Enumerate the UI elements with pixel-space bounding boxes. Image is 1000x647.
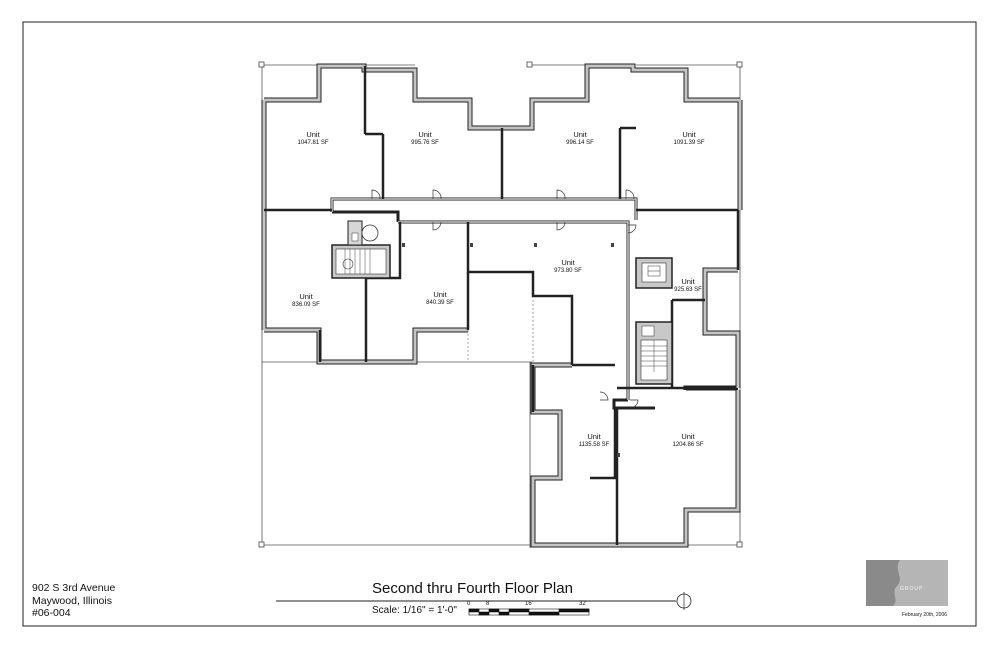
unit-label-8: Unit 925.63 SF <box>663 277 713 295</box>
unit-label-1: Unit 1047.81 SF <box>288 130 338 148</box>
scale-tick-8: 8' <box>486 601 491 607</box>
unit-label-2: Unit 995.76 SF <box>400 130 450 148</box>
sheet-date: February 20th, 2006 <box>902 612 948 618</box>
unit-name: Unit <box>573 130 587 139</box>
corridor-walls <box>330 197 655 410</box>
scale-tick-16: 16' <box>525 601 533 607</box>
unit-label-7: Unit 973.80 SF <box>543 258 593 276</box>
scale-tick-32: 32' <box>579 601 587 607</box>
firm-name: GROUP <box>900 586 924 592</box>
address-line-2: Maywood, Illinois <box>32 594 112 607</box>
unit-name: Unit <box>561 258 575 267</box>
unit-name: Unit <box>681 432 695 441</box>
dashed-lines <box>467 300 534 362</box>
project-address: 902 S 3rd Avenue Maywood, Illinois #06-0… <box>32 582 115 620</box>
unit-area: 925.63 SF <box>674 287 702 293</box>
west-stair-core <box>331 220 391 279</box>
unit-area: 1204.86 SF <box>672 442 704 448</box>
unit-area: 840.39 SF <box>426 300 454 306</box>
unit-name: Unit <box>587 432 601 441</box>
unit-area: 996.14 SF <box>566 140 594 146</box>
unit-area: 1091.39 SF <box>673 140 705 146</box>
unit-label-3: Unit 996.14 SF <box>555 130 605 148</box>
unit-name: Unit <box>299 292 313 301</box>
unit-label-5: Unit 836.09 SF <box>281 292 331 310</box>
unit-label-10: Unit 1204.86 SF <box>663 432 713 450</box>
firm-logo <box>866 560 948 606</box>
scale-label: Scale: 1/16" = 1'-0" <box>372 605 457 616</box>
east-stair-core <box>635 321 673 385</box>
unit-name: Unit <box>433 290 447 299</box>
unit-name: Unit <box>306 130 320 139</box>
unit-area: 973.80 SF <box>554 268 582 274</box>
unit-name: Unit <box>418 130 432 139</box>
sheet-border <box>22 21 977 627</box>
corner-markers <box>258 61 743 548</box>
corridor-walls-fill <box>331 198 637 400</box>
unit-label-4: Unit 1091.39 SF <box>664 130 714 148</box>
project-number: #06-004 <box>32 607 71 619</box>
unit-area: 995.76 SF <box>411 140 439 146</box>
unit-name: Unit <box>681 277 695 286</box>
unit-area: 1047.81 SF <box>297 140 329 146</box>
unit-area: 1135.58 SF <box>578 442 610 448</box>
unit-name: Unit <box>682 130 696 139</box>
unit-label-9: Unit 1135.58 SF <box>569 432 619 450</box>
plan-title: Second thru Fourth Floor Plan <box>372 580 573 597</box>
door-swings <box>371 189 639 409</box>
east-elevator-core <box>635 257 673 289</box>
scale-tick-0: 0 <box>467 601 471 607</box>
column-marks <box>402 243 620 457</box>
unit-label-6: Unit 840.39 SF <box>415 290 465 308</box>
graphic-scale-bar <box>468 608 590 616</box>
address-line-1: 902 S 3rd Avenue <box>32 582 116 594</box>
unit-area: 836.09 SF <box>292 302 320 308</box>
exterior-walls-fill <box>262 64 742 547</box>
